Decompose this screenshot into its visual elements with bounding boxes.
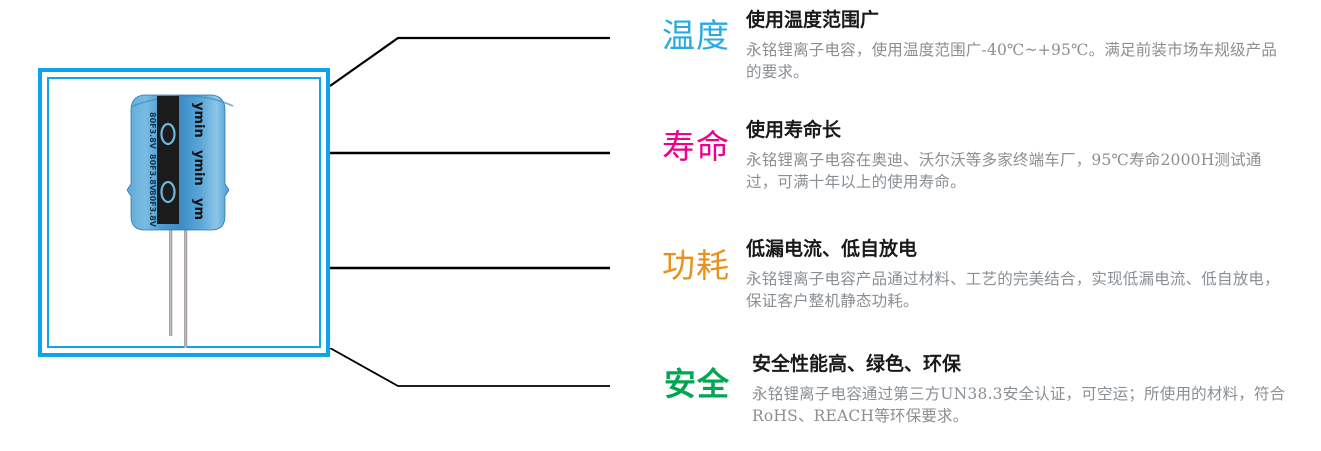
svg-text:ymin: ymin [191,150,206,186]
connector-line-power [330,260,610,276]
feature-keyword-life: 寿命 [662,127,730,166]
capacitor-spec-markings: 80F3.8V 80F3.8V 80F3.8V [148,112,157,228]
polarity-stripe [157,96,179,224]
feature-desc-power: 永铭锂离子电容产品通过材料、工艺的完美结合，实现低漏电流、低自放电，保证客户整机… [746,270,1280,310]
svg-text:ym: ym [191,198,206,220]
capacitor-lead-right [184,214,188,348]
connector-line-temperature [330,18,610,90]
svg-text:80F3.8V: 80F3.8V [148,112,157,150]
svg-text:80F3.8V: 80F3.8V [148,154,157,192]
feature-desc-temperature: 永铭锂离子电容，使用温度范围广-40℃~+95℃。满足前装市场车规级产品的要求。 [746,41,1278,81]
feature-body-safety: 安全性能高、绿色、环保 永铭锂离子电容通过第三方UN38.3安全认证，可空运；所… [752,352,1297,427]
svg-text:ymin: ymin [191,102,206,138]
capacitor-lead-left [169,214,173,336]
feature-title-temperature: 使用温度范围广 [746,9,880,31]
feature-title-life: 使用寿命长 [746,119,842,141]
capacitor-image: 80F3.8V 80F3.8V 80F3.8V ymin ymin ym [126,94,234,348]
product-image-panel: 80F3.8V 80F3.8V 80F3.8V ymin ymin ym [38,68,330,357]
feature-keyword-temperature: 温度 [662,16,730,55]
capacitor-brand-markings: ymin ymin ym [191,102,206,220]
connector-line-life [330,145,610,161]
connector-line-safety [330,348,610,396]
feature-title-power: 低漏电流、低自放电 [746,238,918,260]
polarity-minus-lower [160,180,176,204]
feature-title-safety: 安全性能高、绿色、环保 [752,353,962,375]
feature-keyword-safety: 安全 [663,365,730,403]
svg-text:80F3.8V: 80F3.8V [148,190,157,228]
feature-keyword-power: 功耗 [662,246,730,285]
feature-body-power: 低漏电流、低自放电 永铭锂离子电容产品通过材料、工艺的完美结合，实现低漏电流、低… [746,237,1291,312]
feature-body-temperature: 使用温度范围广 永铭锂离子电容，使用温度范围广-40℃~+95℃。满足前装市场车… [746,8,1291,83]
feature-desc-life: 永铭锂离子电容在奥迪、沃尔沃等多家终端车厂，95℃寿命2000H测试通过，可满十… [746,151,1262,191]
feature-body-life: 使用寿命长 永铭锂离子电容在奥迪、沃尔沃等多家终端车厂，95℃寿命2000H测试… [746,118,1291,193]
capacitor-body [126,94,234,231]
feature-desc-safety: 永铭锂离子电容通过第三方UN38.3安全认证，可空运；所使用的材料，符合RoHS… [752,385,1286,425]
polarity-minus-upper [160,122,176,146]
